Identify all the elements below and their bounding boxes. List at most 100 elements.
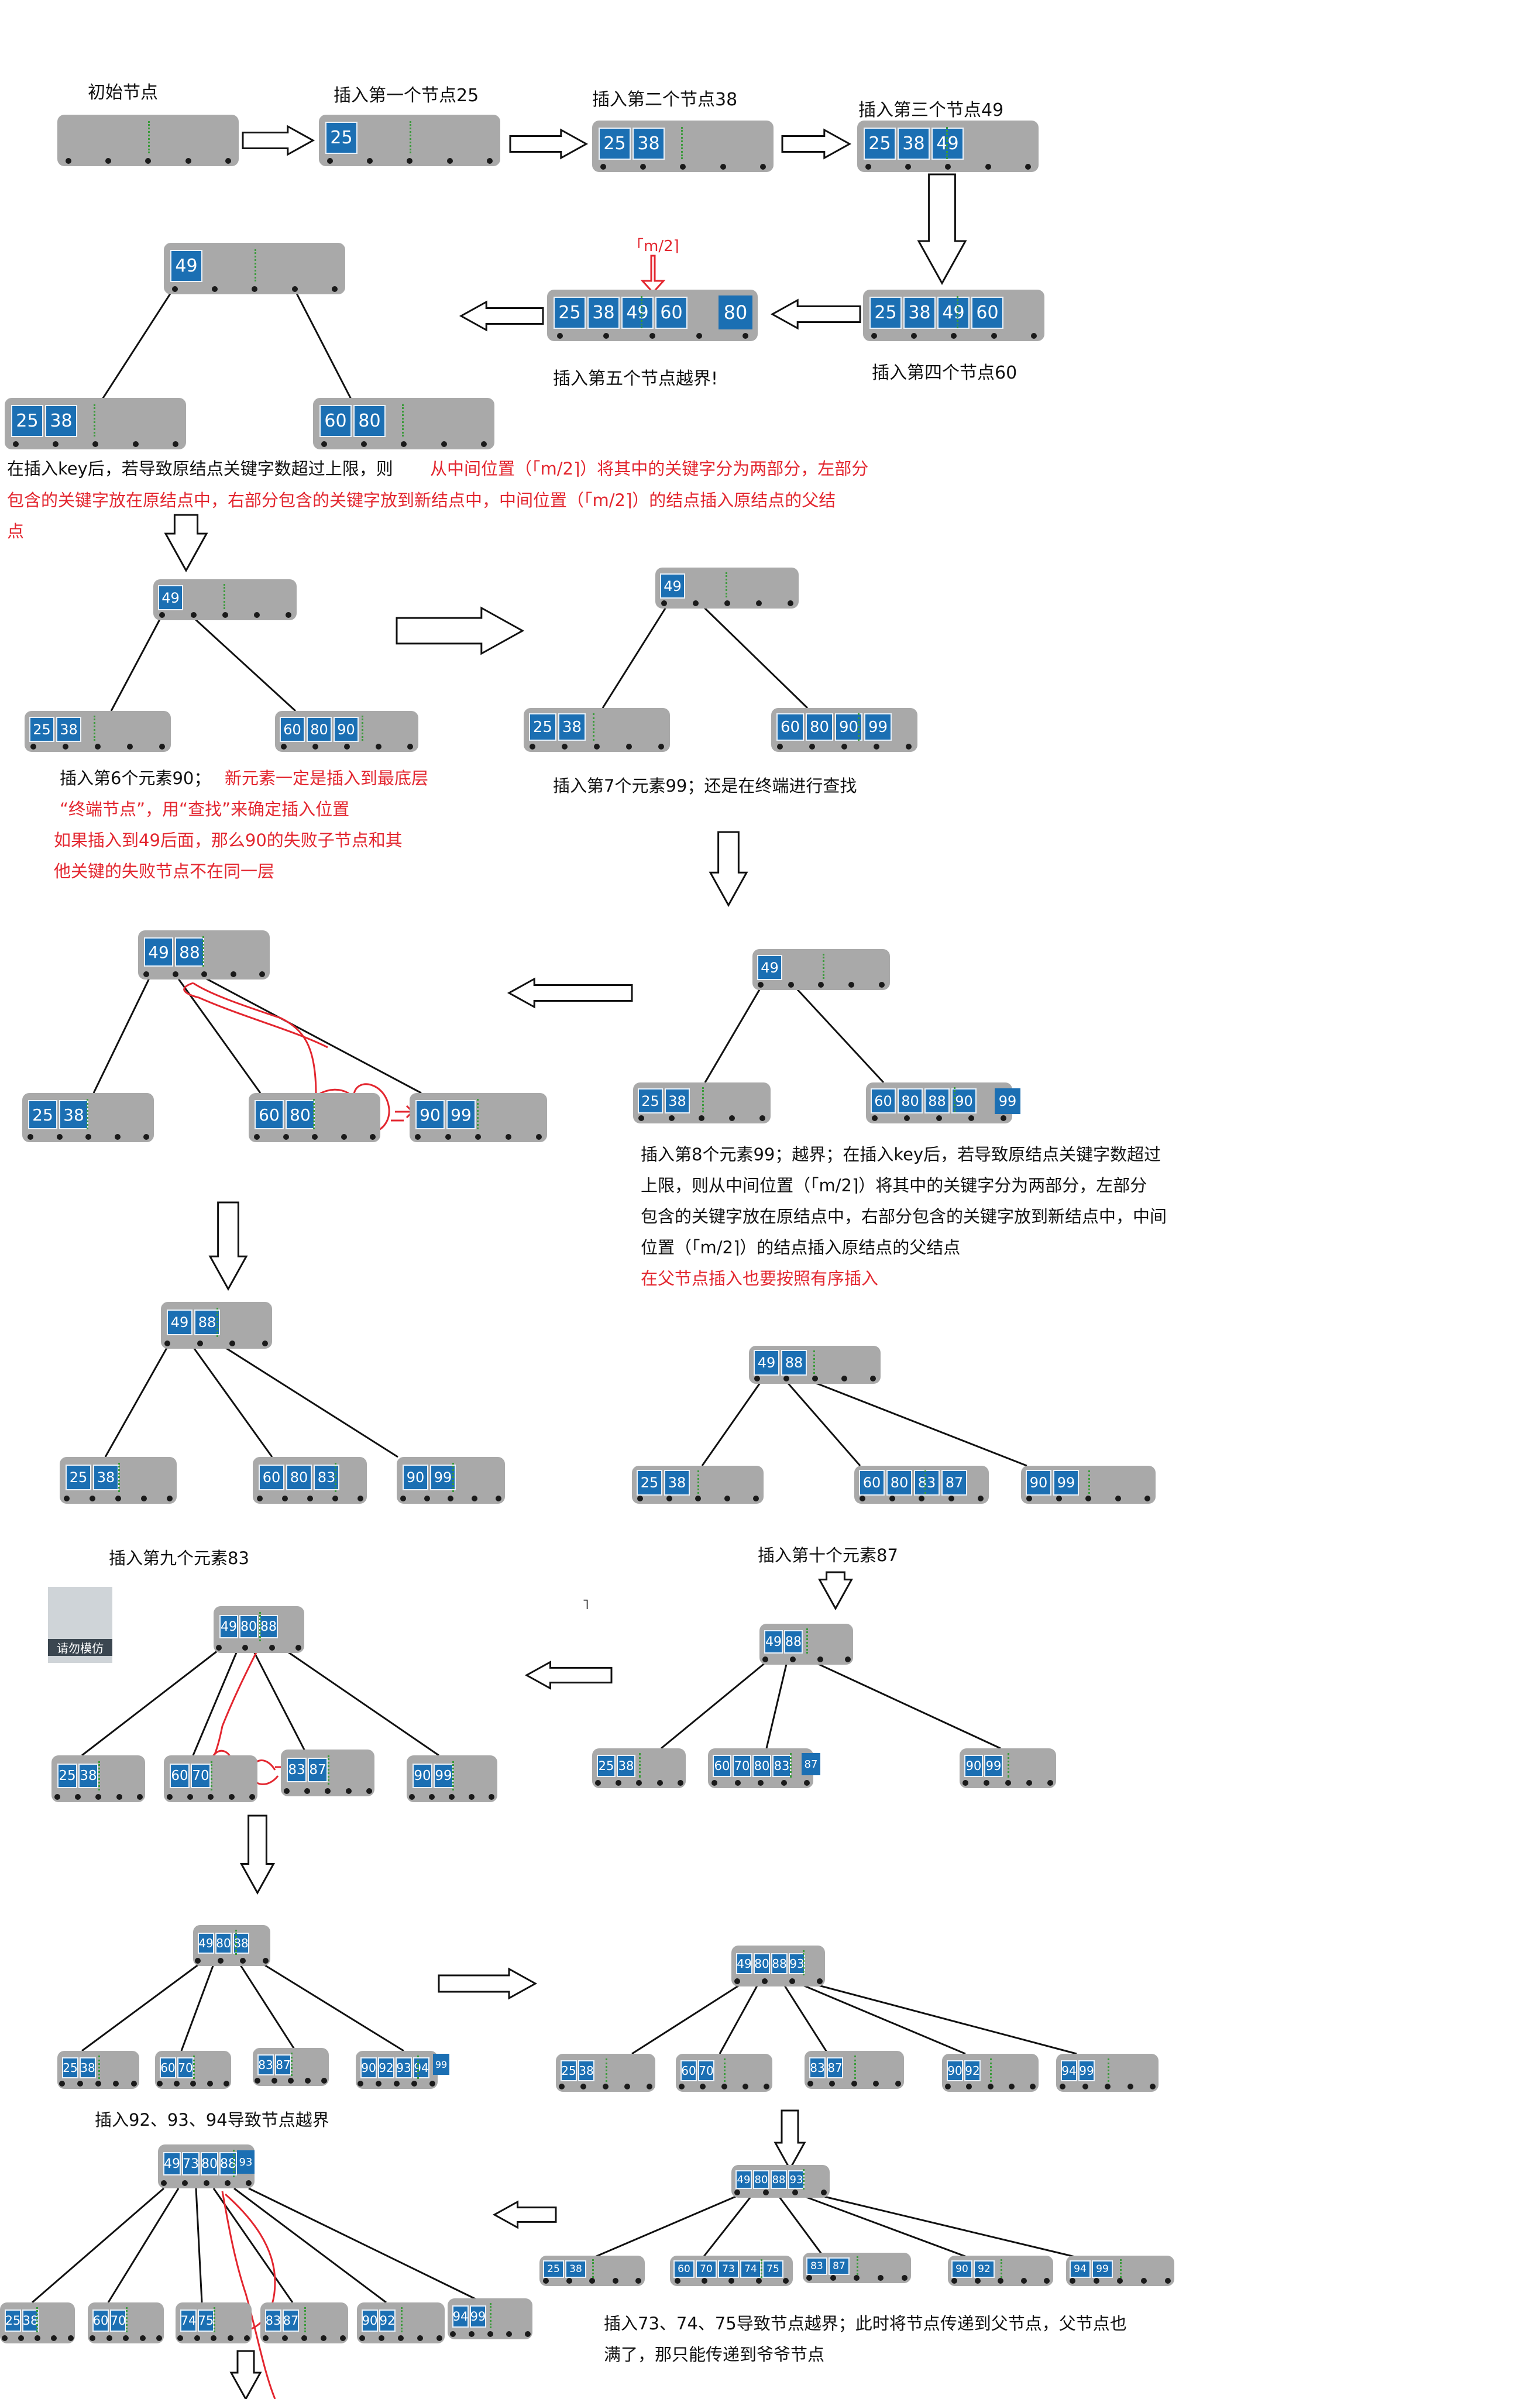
child-pointer-dot [695,1496,701,1501]
key-cell: 25 [561,2060,577,2081]
child-pointer-dot [693,600,699,606]
key-cell: 60 [259,1465,284,1490]
key-cell: 25 [554,297,586,329]
child-pointer-dot [254,612,260,618]
annotation-stroke [221,2191,276,2399]
child-pointer-dot [647,2084,652,2089]
tree-edge [601,605,668,709]
child-pointer-dot [85,1134,91,1140]
child-pointer-dot [92,441,98,447]
insert-88-note: 在父节点插入也要按照有序插入 [641,1269,879,1288]
node-separator [211,1761,212,1790]
child-pointer-dot [164,1341,170,1346]
tree-edge [765,1661,788,1749]
key-cell: 80 [307,717,332,742]
key-cell: 87 [941,1470,967,1496]
child-pointer-dot [762,1656,768,1662]
key-cell: 92 [378,2057,394,2078]
child-pointer-dot [115,1134,121,1140]
key-cell: 60 [680,2060,697,2081]
child-pointer-dot [367,158,373,164]
key-cell: 38 [898,128,930,160]
key-cell: 49 [660,573,685,599]
label-ins49: 插入第三个节点49 [858,100,1004,121]
child-pointer-dot [536,1134,542,1140]
key-cell: 38 [56,717,81,742]
key-cell: 99 [446,1100,476,1129]
key-cell: 25 [57,1764,77,1788]
node-separator [954,1087,955,1112]
child-pointer-dot [889,1496,895,1501]
key-cell: 38 [664,1470,690,1496]
key-cell: 70 [698,2060,714,2081]
child-pointer-dot [469,1794,475,1800]
child-pointer-dot [1117,2278,1123,2284]
child-pointer-dot [758,982,764,988]
child-pointer-dot [790,1656,796,1662]
key-cell: 49 [735,2170,752,2189]
key-cell: 38 [665,1088,690,1113]
node-separator [94,716,95,741]
child-pointer-dot [312,1134,318,1140]
key-cell: 49 [757,955,782,980]
child-pointer-dot [123,2335,129,2341]
insert-88-text: 上限，则从中间位置（「m/2⌉）将其中的关键字分为两部分，左部分 [641,1176,1147,1195]
key-cell: 38 [565,2260,586,2278]
node-separator [490,2303,491,2328]
child-pointer-dot [447,158,453,164]
child-pointer-dot [496,1496,501,1501]
child-pointer-dot [821,2190,827,2195]
key-cell: 88 [924,1088,950,1113]
arrow-down-icon [164,514,208,573]
child-pointer-dot [848,982,854,988]
tree-edge [291,285,352,400]
child-pointer-dot [283,1134,289,1140]
child-pointer-dot [262,1341,268,1346]
child-pointer-dot [450,2331,456,2337]
insert-90-note: 他关键的失败节点不在同一层 [54,861,275,881]
key-cell: 60 [170,1764,190,1788]
child-pointer-dot [756,600,762,606]
node-separator [417,2056,419,2079]
tree-edge [101,285,177,400]
arrow-left-icon [770,298,861,330]
node-separator [606,2058,607,2082]
child-pointer-dot [711,1780,717,1786]
key-cell: 80 [286,1100,315,1129]
child-pointer-dot [1150,2084,1156,2089]
key-cell: 60 [713,1755,731,1777]
node-separator [957,296,958,328]
child-pointer-dot [240,1958,246,1964]
overflow-key: 99 [433,2054,449,2075]
child-pointer-dot [666,1496,672,1501]
child-pointer-dot [429,1794,435,1800]
child-pointer-dot [295,1645,301,1651]
overflow-key: 87 [802,1753,820,1775]
key-cell: 25 [543,2260,564,2278]
arrow-down-icon [709,831,748,908]
child-pointer-dot [489,1794,494,1800]
child-pointer-dot [190,2081,196,2087]
tree-edge [719,1984,759,2054]
child-pointer-dot [13,441,19,447]
child-pointer-dot [95,744,101,750]
key-cell: 80 [239,1615,258,1638]
key-cell: 49 [167,1310,192,1335]
child-pointer-dot [789,1978,795,1984]
key-cell: 60 [859,1470,885,1496]
key-cell: 25 [529,713,556,741]
child-pointer-dot [167,1794,173,1800]
child-pointer-dot [325,1788,331,1794]
key-cell: 93 [789,1953,805,1974]
key-cell: 99 [1078,2060,1095,2081]
child-pointer-dot [865,164,871,170]
tree-edge [248,2187,483,2304]
child-pointer-dot [624,2084,630,2089]
child-pointer-dot [95,1794,101,1800]
arrow-right-icon [242,125,315,156]
node-separator [98,2056,100,2079]
tree-edge [174,974,262,1094]
key-cell: 70 [110,2309,126,2332]
child-pointer-dot [812,1376,818,1381]
child-pointer-dot [1085,1496,1091,1501]
